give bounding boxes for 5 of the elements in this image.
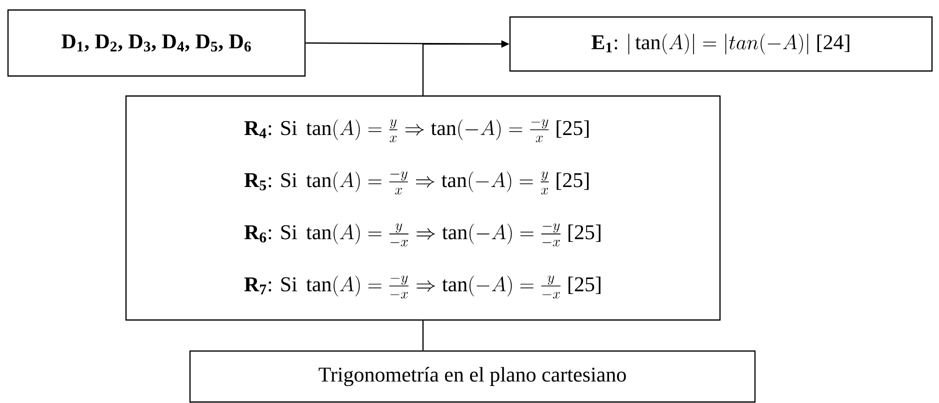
equation-box: $\mathbf{E_1}\textrm{: }|\tan(A)| = |tan(-A)|\ \textrm{[24]}$: [509, 16, 933, 72]
rules-box: $\mathbf{R_4}\textrm{: Si }\tan(A) = \frac{y}{x} \Rightarrow \tan(-A) = \frac{-y}{x}\ \textrm{[25]}$ $\mathbf{R_5}\textrm{: Si }\tan(A) = \frac{-y}{x} \Rightarrow \tan(-A) = \frac{y}{x}\ \textrm{[25]}$ $\mathbf{R_6}\textrm{: Si }\tan(A) = \frac{y}{-x} \Rightarrow \tan(-A) = \frac{-y}{-x}\ \textrm{[25]}$ $\mathbf{R_7}\textrm{: Si }\tan(A) = \frac{-y}{-x} \Rightarrow \tan(-A) = \frac{y}{-x}\ \textrm{[25]}$: [125, 95, 721, 321]
label-box: D$_{1}$, D$_{2}$, D$_{3}$, D$_{4}$, D$_{5}$, D$_{6}$: [7, 9, 306, 77]
topic-box: Trigonometría en el plano cartesiano: [189, 350, 756, 403]
connector: [422, 320, 424, 350]
